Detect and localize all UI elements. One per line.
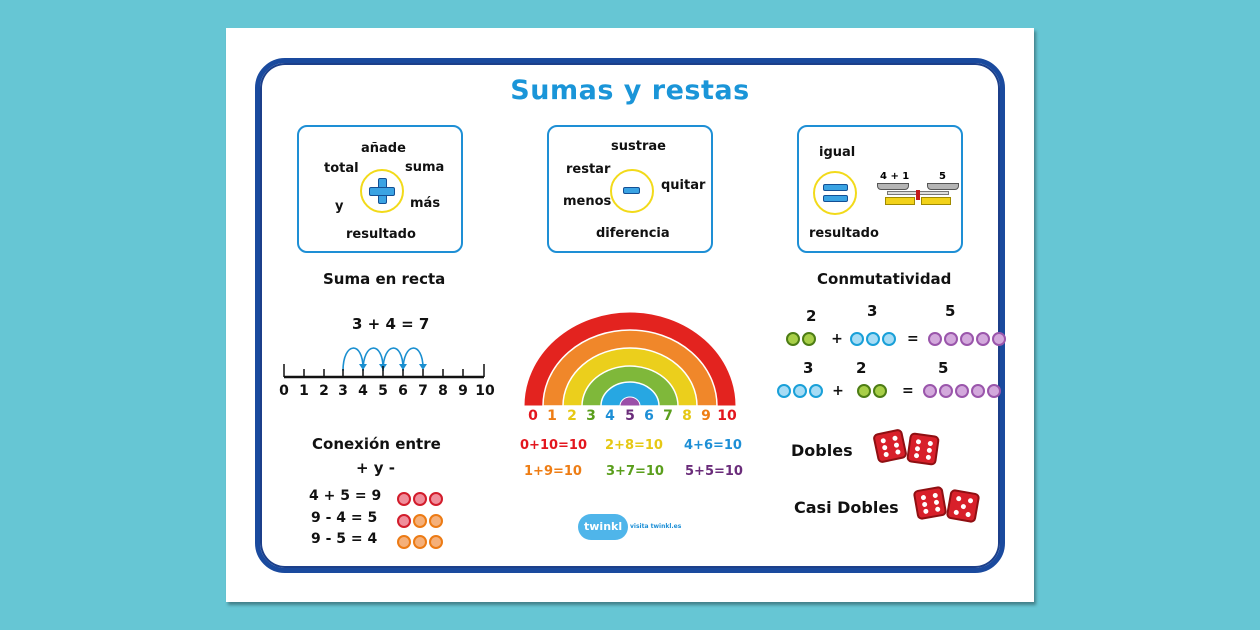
number-bond: 2+8=10 — [605, 438, 663, 453]
word-diferencia: diferencia — [596, 226, 670, 241]
number-line-equation: 3 + 4 = 7 — [352, 315, 430, 333]
connection-subheading: + y - — [356, 459, 396, 477]
dice-icon — [912, 485, 948, 521]
comm-row2-dots: + = — [777, 380, 1003, 399]
plus-icon — [360, 169, 404, 213]
near-doubles-label: Casi Dobles — [794, 498, 899, 517]
tick-label: 10 — [475, 383, 495, 399]
comm-row1-dots: + = — [786, 328, 1008, 347]
rainbow-number: 8 — [682, 408, 692, 424]
word-restar: restar — [566, 162, 611, 177]
rainbow-number: 4 — [605, 408, 615, 424]
doubles-label: Dobles — [791, 441, 853, 460]
connection-dots-row2 — [397, 510, 445, 529]
rainbow-number: 5 — [625, 408, 635, 424]
number-bond: 5+5=10 — [685, 464, 743, 479]
balance-scale-icon: 4 + 1 5 — [877, 171, 961, 215]
dice-icon — [906, 432, 940, 466]
comm-row1-a: 2 — [806, 307, 817, 325]
equals-icon — [813, 171, 857, 215]
word-anade: añade — [361, 141, 406, 156]
word-sustrae: sustrae — [611, 139, 666, 154]
comm-row2-b: 2 — [856, 359, 867, 377]
tick-label: 0 — [279, 383, 289, 399]
poster-frame — [255, 58, 1005, 573]
tick-label: 6 — [398, 383, 408, 399]
word-suma: suma — [405, 160, 445, 175]
rainbow-number: 6 — [644, 408, 654, 424]
tick-label: 5 — [378, 383, 388, 399]
comm-row1-b: 3 — [867, 302, 878, 320]
rainbow-number: 10 — [717, 408, 737, 424]
tick-label: 7 — [418, 383, 428, 399]
number-bond: 4+6=10 — [684, 438, 742, 453]
word-resultado: resultado — [346, 227, 416, 242]
connection-equation: 9 - 4 = 5 — [311, 510, 378, 526]
number-bond: 3+7=10 — [606, 464, 664, 479]
tick-label: 8 — [438, 383, 448, 399]
connection-equation: 9 - 5 = 4 — [311, 531, 378, 547]
rainbow-number: 7 — [663, 408, 673, 424]
equals-vocab-box: igual resultado 4 + 1 5 — [797, 125, 963, 253]
number-bond: 1+9=10 — [524, 464, 582, 479]
poster-title: Sumas y restas — [510, 75, 750, 106]
tick-label: 2 — [319, 383, 329, 399]
rainbow-number: 3 — [586, 408, 596, 424]
dice-icon — [945, 488, 981, 524]
dice-icon — [872, 428, 908, 464]
word-quitar: quitar — [661, 178, 706, 193]
hop-arrows-icon — [283, 347, 485, 379]
rainbow-number: 0 — [528, 408, 538, 424]
comm-row2-a: 3 — [803, 359, 814, 377]
connection-dots-row3 — [397, 531, 445, 550]
comm-row1-sum: 5 — [945, 302, 956, 320]
connection-equation: 4 + 5 = 9 — [309, 488, 382, 504]
word-total: total — [324, 161, 359, 176]
connection-dots-row1 — [397, 488, 445, 507]
tick-label: 4 — [358, 383, 368, 399]
word-resultado: resultado — [809, 226, 879, 241]
scale-left-label: 4 + 1 — [880, 171, 910, 182]
twinkl-logo: twinkl — [578, 514, 628, 540]
word-menos: menos — [563, 194, 612, 209]
subtraction-vocab-box: sustrae restar quitar menos diferencia — [547, 125, 713, 253]
rainbow-number: 1 — [547, 408, 557, 424]
number-line-heading: Suma en recta — [323, 270, 446, 288]
comm-row2-sum: 5 — [938, 359, 949, 377]
scale-right-label: 5 — [939, 171, 946, 182]
tick-label: 1 — [299, 383, 309, 399]
tick-label: 3 — [338, 383, 348, 399]
word-igual: igual — [819, 145, 856, 160]
poster-sheet: Sumas y restas añade total suma y más re… — [226, 28, 1034, 602]
connection-heading: Conexión entre — [312, 435, 441, 453]
number-line: 0 1 2 3 4 5 6 7 8 9 10 — [279, 336, 495, 406]
rainbow-number-bonds: 0 1 2 3 4 5 6 7 8 9 10 — [524, 312, 737, 424]
rainbow-number: 9 — [701, 408, 711, 424]
word-mas: más — [410, 196, 441, 211]
commutativity-heading: Conmutatividad — [817, 270, 952, 288]
number-bond: 0+10=10 — [520, 438, 588, 453]
rainbow-number: 2 — [567, 408, 577, 424]
rainbow-icon — [524, 312, 736, 407]
minus-icon — [610, 169, 654, 213]
word-y: y — [335, 199, 344, 214]
tick-label: 9 — [458, 383, 468, 399]
footer-tagline: visita twinkl.es — [630, 523, 682, 530]
addition-vocab-box: añade total suma y más resultado — [297, 125, 463, 253]
